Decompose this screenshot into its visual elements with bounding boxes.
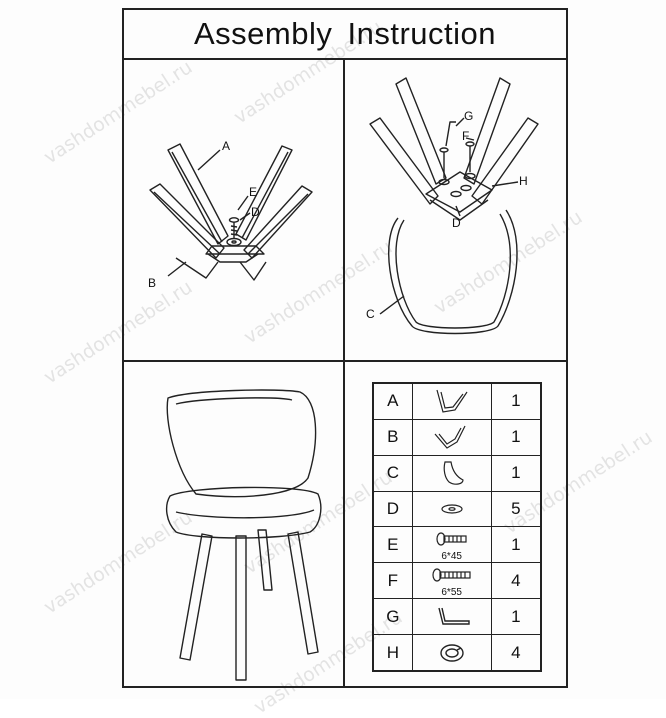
part-image-cell: 6*55 [411,562,492,600]
step1-label-d: D [251,205,260,219]
part-letter: E [372,526,413,564]
page-title: Assembly Instruction [124,10,566,60]
instruction-frame [122,8,568,688]
allen-key-icon [437,607,470,625]
table-row: F 6*55 4 [372,562,542,600]
part-letter: A [372,382,413,420]
table-row: E 6*45 1 [372,526,542,564]
part-letter: G [372,598,413,636]
part-spec: 6*45 [441,550,462,562]
step2-diagram [369,77,539,335]
assembly-diagrams: A B E D [148,77,539,681]
part-image-cell [411,382,492,420]
part-image-cell: 6*45 [411,526,492,564]
seat-shell-icon [443,461,464,485]
part-quantity: 1 [490,454,542,492]
table-row: H 4 [372,634,542,672]
table-row: D 5 [372,490,542,528]
step1-label-e: E [249,185,257,199]
table-row: C 1 [372,454,542,492]
step2-label-c: C [366,307,375,321]
step2-label-h: H [519,174,528,188]
step2-label-d: D [452,216,461,230]
leg-frame-b-icon [434,426,466,450]
panel-divider-vertical [343,58,345,686]
long-bolt-icon [432,568,471,582]
table-row: A 1 [372,382,542,420]
table-row: B 1 [372,418,542,456]
parts-table: A 1 B [372,382,542,672]
part-letter: D [372,490,413,528]
part-quantity: 5 [490,490,542,528]
washer-icon [441,504,463,514]
step1-label-a: A [222,139,230,153]
step1-diagram [149,143,313,281]
part-image-cell [411,418,492,456]
instruction-sheet: vashdommebel.ru vashdommebel.ru vashdomm… [40,8,657,718]
leg-frame-a-icon [436,390,468,414]
panel-divider-horizontal [124,360,566,362]
part-quantity: 1 [490,418,542,456]
part-image-cell [411,454,492,492]
part-image-cell [411,490,492,528]
step2-label-g: G [464,109,473,123]
short-bolt-icon [436,532,467,546]
part-letter: B [372,418,413,456]
step1-label-b: B [148,276,156,290]
assembled-chair [165,389,322,681]
part-quantity: 1 [490,526,542,564]
part-quantity: 1 [490,382,542,420]
step2-label-f: F [462,129,469,143]
part-letter: F [372,562,413,600]
part-quantity: 4 [490,634,542,672]
part-spec: 6*55 [441,586,462,598]
part-quantity: 1 [490,598,542,636]
part-image-cell [411,634,492,672]
table-row: G 1 [372,598,542,636]
spring-washer-icon [439,643,464,662]
part-letter: H [372,634,413,672]
part-image-cell [411,598,492,636]
part-quantity: 4 [490,562,542,600]
part-letter: C [372,454,413,492]
